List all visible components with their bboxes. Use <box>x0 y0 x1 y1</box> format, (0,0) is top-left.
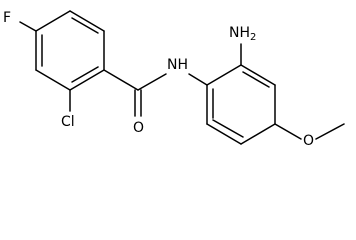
ring2-bond-2 <box>240 64 276 86</box>
ring2-bond-4 <box>240 123 276 145</box>
amino-nh-text: NH <box>229 25 250 41</box>
c-f-bond <box>19 21 37 32</box>
ring2-double-1 <box>242 71 270 88</box>
amino-label: NH2 <box>229 25 256 43</box>
ring1-bond-6 <box>35 10 71 32</box>
chlorine-label: Cl <box>61 114 75 130</box>
ring2-double-2 <box>212 119 244 138</box>
amino-subscript-text: 2 <box>250 32 256 43</box>
ring1-bond-4 <box>35 69 71 91</box>
fluorochlorobenzene-ring <box>35 10 105 91</box>
carbonyl-n-bond <box>137 73 167 91</box>
o-methyl-bond <box>315 123 345 140</box>
structure-diagram: F Cl O NH NH2 O <box>3 10 345 149</box>
carbonyl-oxygen-label: O <box>133 120 144 136</box>
ring1-double-2 <box>71 66 99 83</box>
ring-carbonyl-bond <box>103 69 139 91</box>
ring2-bond-5 <box>206 123 242 145</box>
methoxy-oxygen-label: O <box>303 133 314 149</box>
ring1-double-1 <box>71 17 99 34</box>
amide-nh-label: NH <box>167 57 188 73</box>
aminomethoxybenzene-ring <box>206 64 276 145</box>
molecule-structure-canvas: F Cl O NH NH2 O <box>3 10 345 149</box>
n-ring2-bond <box>188 73 208 86</box>
c-o-methoxy-bond <box>274 123 302 140</box>
ring1-bond-3 <box>69 69 105 91</box>
fluorine-label: F <box>3 10 11 26</box>
ring1-bond-1 <box>69 10 105 32</box>
ring2-bond-1 <box>206 64 242 86</box>
